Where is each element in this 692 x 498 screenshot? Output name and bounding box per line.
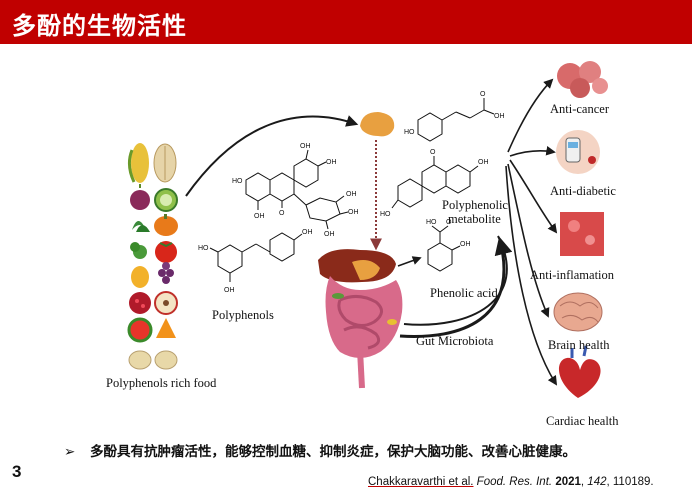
oh-label: OH (224, 287, 235, 294)
bullet-marker: ➢ (64, 444, 76, 460)
title-bar: 多酚的生物活性 (0, 0, 692, 44)
herb-icon (130, 242, 147, 259)
gut-microbiota-label: Gut Microbiota (416, 334, 494, 348)
o-label: O (279, 210, 285, 217)
phenolic-acid-structure (427, 225, 461, 272)
o-label: O (446, 219, 452, 226)
phenolic-acid-labels: HO O OH (426, 219, 471, 248)
summary-text: 多酚具有抗肿瘤活性，能够控制血糖、抑制炎症，保护大脑功能、改善心脏健康。 (90, 444, 577, 460)
cucumber-icon (154, 188, 178, 212)
corn-icon (127, 143, 149, 183)
coumaric-acid-labels: HO O OH (404, 91, 505, 136)
onion-icon (130, 184, 150, 210)
urolithin-labels: O OH HO (380, 149, 489, 218)
citation-year: 2021 (555, 476, 581, 488)
ho-label: HO (198, 245, 209, 252)
heart-icon (558, 345, 601, 398)
outcome-label-anti-diabetic: Anti-diabetic (550, 184, 616, 198)
tomato-icon (155, 241, 177, 263)
ho-label: HO (380, 211, 391, 218)
stomach-icon (360, 112, 395, 137)
flavonoid-labels: OH OH HO OH O OH OH OH (232, 143, 359, 238)
watermelon-icon (127, 317, 153, 343)
orange-icon (156, 318, 176, 338)
oh-label: OH (324, 231, 335, 238)
oh-label: OH (348, 209, 359, 216)
inflammation-tissue-icon (560, 212, 604, 256)
food-to-stomach-arrow (185, 115, 359, 197)
glucose-meter-icon (556, 130, 600, 174)
oh-label: OH (254, 213, 265, 220)
stilbene-labels: OH HO OH (198, 229, 313, 294)
oh-label: OH (478, 159, 489, 166)
oh-label: OH (346, 191, 357, 198)
stilbene-structure (209, 232, 303, 282)
urolithin-structure (391, 156, 479, 209)
gut-to-metabolite-arrow (399, 236, 513, 338)
oh-label: OH (494, 113, 505, 120)
coumaric-acid-structure (417, 98, 495, 142)
phenolic-acid-label: Phenolic acid (430, 286, 498, 300)
greens-icon (132, 221, 150, 232)
gut-to-metabolite-arrow (403, 235, 508, 326)
grapes-icon (158, 262, 174, 284)
pomegranate-icon (129, 292, 151, 314)
metabolite-label-line1: Polyphenolic (442, 198, 508, 212)
flavonoid-glycoside-structure (245, 149, 349, 230)
food-label: Polyphenols rich food (106, 376, 217, 390)
outcome-label-anti-inflammation: Anti-inflamation (530, 268, 615, 282)
potato-icon (154, 350, 178, 370)
gut-to-phenolic-acid-arrow (397, 256, 422, 267)
o-label: O (430, 149, 436, 156)
outcome-label-brain-health: Brain health (548, 338, 610, 352)
food-grid (127, 143, 178, 370)
ho-label: HO (426, 219, 437, 226)
outcome-label-cardiac-health: Cardiac health (546, 414, 619, 428)
citation-article: 110189. (612, 476, 654, 488)
page-title: 多酚的生物活性 (12, 12, 187, 40)
citation: Chakkaravarthi et al. Food. Res. Int. 20… (368, 476, 654, 488)
apple-icon (154, 291, 178, 315)
oh-label: OH (302, 229, 313, 236)
oh-label: OH (300, 143, 311, 150)
potato-icon (128, 350, 152, 370)
summary-bullet: ➢ 多酚具有抗肿瘤活性，能够控制血糖、抑制炎症，保护大脑功能、改善心脏健康。 (64, 440, 576, 460)
citation-volume: 142 (587, 476, 607, 488)
ho-label: HO (404, 129, 415, 136)
outcome-label-anti-cancer: Anti-cancer (550, 102, 609, 116)
oh-label: OH (326, 159, 337, 166)
bread-icon (153, 143, 177, 183)
brain-icon (553, 292, 603, 332)
polyphenols-label: Polyphenols (212, 308, 274, 322)
outcome-arrows (505, 78, 558, 386)
pumpkin-icon (154, 214, 178, 236)
ho-label: HO (232, 178, 243, 185)
citation-authors: Chakkaravarthi et al. (368, 476, 474, 488)
o-label: O (480, 91, 486, 98)
digestive-system-icon (318, 249, 403, 389)
slide-number: 3 (12, 462, 22, 481)
mango-icon (131, 266, 149, 288)
citation-journal: Food. Res. Int. (476, 476, 553, 488)
metabolite-label-line2: metabolite (448, 212, 501, 226)
cancer-cells-icon (557, 61, 608, 98)
oh-label: OH (460, 241, 471, 248)
